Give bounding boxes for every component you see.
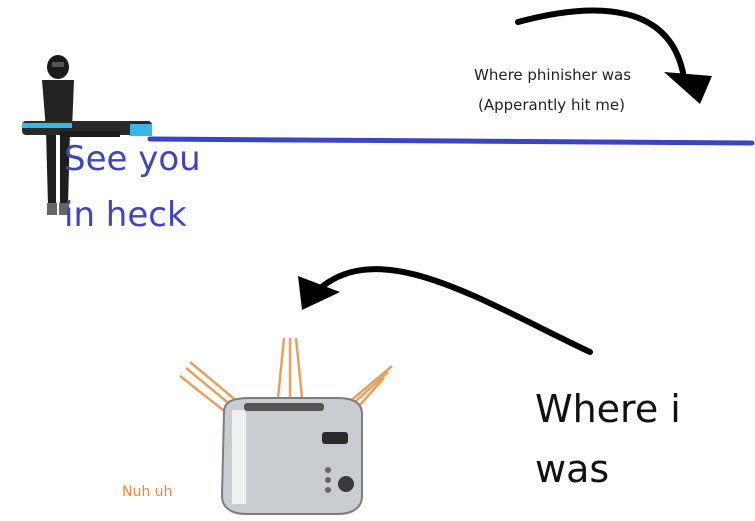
taunt-line1: See you: [64, 139, 201, 179]
toaster-reply: Nuh uh: [122, 484, 173, 500]
my-location-line1: Where i: [535, 387, 681, 431]
taunt-line2: in heck: [64, 195, 187, 235]
curved-arrow-icon: [515, 7, 712, 104]
armored-soldier-icon: [22, 55, 152, 215]
phinisher-label-line1: Where phinisher was: [474, 66, 632, 84]
laser-beam: [147, 136, 755, 146]
curved-arrow-icon: [298, 266, 593, 355]
toaster-icon: [220, 397, 363, 515]
phinisher-label-line2: (Apperantly hit me): [478, 96, 625, 114]
my-location-line2: was: [535, 447, 610, 491]
